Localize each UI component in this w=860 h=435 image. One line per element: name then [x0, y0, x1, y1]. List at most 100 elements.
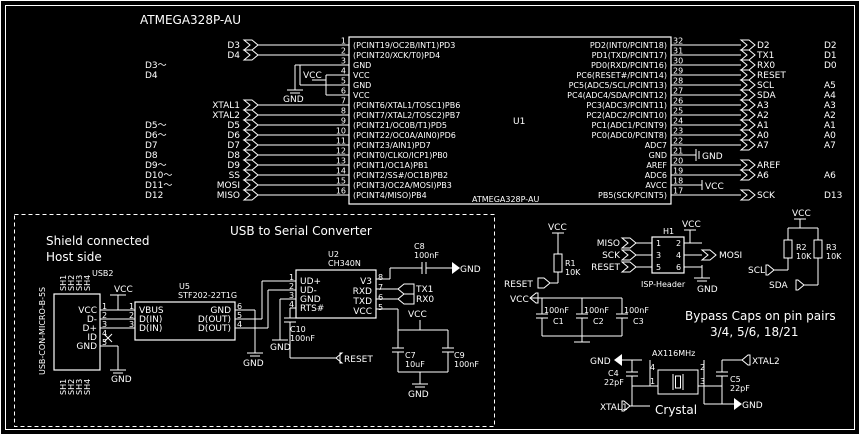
u2-vcc-label: VCC [408, 310, 427, 320]
mcu-pin-name: (PCINT2/SS#/OC1B)PB2 [353, 171, 448, 180]
mcu-pin-num: 24 [673, 117, 683, 126]
c1-ref: C1 [553, 317, 564, 326]
mcu-avcc-net [680, 180, 703, 190]
mcu-value: ATMEGA328P-AU [472, 195, 539, 204]
usb-section-box [14, 214, 495, 427]
mcu-pin-name: (PCINT21/OC0B/T1)PD5 [353, 121, 447, 130]
xtal-pin-1: 1 [650, 377, 655, 386]
arduino-pin-label: D4 [145, 71, 158, 81]
mcu-pin-name: (PCINT7/XTAL2/TOSC2)PB7 [353, 111, 460, 120]
u5-pin-num: 1 [129, 302, 134, 311]
mcu-pin-num: 5 [341, 77, 346, 86]
mcu-pin-name: PC5(ADC5/SCL/PCINT13) [569, 81, 667, 90]
u2-gnd-label: GND [460, 265, 481, 275]
c8-ref: C8 [414, 242, 425, 251]
mcu-net-tag [242, 189, 259, 201]
isp-net-label: MISO [597, 239, 620, 249]
mcu-net-label: D3 [227, 41, 240, 51]
c9-value: 100nF [454, 360, 479, 369]
c4-value: 22pF [604, 378, 624, 387]
xtal2-tag [741, 354, 751, 366]
isp-pin-num: 5 [656, 263, 661, 272]
arduino-pin-label: D8 [145, 151, 158, 161]
mcu-pin-name: PC3(ADC3/PCINT11) [586, 101, 667, 110]
mcu-net-label: SCK [757, 191, 776, 201]
u2-gnd-arrow [452, 262, 460, 274]
xtal2-label: XTAL2 [752, 357, 780, 367]
mcu-pin-num: 15 [336, 177, 346, 186]
crystal-label: Crystal [655, 403, 697, 417]
mcu-net-label: D2 [757, 41, 770, 51]
net-tx1-label: TX1 [415, 285, 433, 295]
c8-value: 100nF [414, 251, 439, 260]
mcu-pin-num: 19 [673, 167, 683, 176]
u2-pin-name: UD- [300, 286, 317, 296]
arduino-pin-label: A5 [824, 81, 836, 91]
mcu-u1: U1 ATMEGA328P-AU 1(PCINT19/OC2B/INT1)PD3… [145, 36, 842, 205]
isp-wiring [684, 229, 710, 282]
i2c-vcc: VCC [792, 209, 811, 219]
u2-pin-num: 7 [378, 283, 383, 292]
mcu-pin-num: 21 [673, 147, 683, 156]
mcu-pin-name: ADC7 [645, 141, 667, 150]
mcu-pin-name: VCC [353, 91, 370, 100]
usb-shield-pin: SH1 [59, 275, 68, 291]
mcu-net-label: TX1 [756, 51, 774, 61]
reset-tag [537, 277, 551, 289]
mcu-pin-num: 2 [341, 47, 346, 56]
mcu-pin-name: (PCINT3/OC2A/MOSI)PB3 [353, 181, 452, 190]
arduino-pin-label: D7 [145, 141, 158, 151]
isp-pin-num: 6 [676, 263, 681, 272]
isp-net-label: MOSI [719, 251, 742, 261]
mcu-pin-name: (PCINT6/XTAL1/TOSC1)PB6 [353, 101, 460, 110]
usb-pin-name: ID [87, 333, 97, 343]
xtal1-tag [621, 400, 631, 412]
mcu-net-label: SS [229, 171, 241, 181]
r3-ref: R3 [826, 243, 837, 252]
sheet-title: ATMEGA328P-AU [140, 13, 241, 27]
u2-pin-name: VCC [353, 307, 372, 317]
mcu-pin-num: 10 [336, 127, 346, 136]
isp-net-tag [700, 249, 717, 261]
r2-value: 10K [796, 252, 812, 261]
u2-pin-num: 4 [289, 300, 294, 309]
xtal1-label: XTAL1 [600, 403, 628, 413]
u2-pin-num: 5 [378, 303, 383, 312]
c9-ref: C9 [454, 351, 465, 360]
arduino-pin-label: D3～ [145, 61, 167, 71]
xtal-pin-4: 4 [650, 363, 655, 372]
mcu-power-net [287, 64, 341, 96]
mcu-net-label: D7 [227, 141, 240, 151]
arduino-pin-label: D12 [145, 191, 163, 201]
usb-pin-name: GND [76, 342, 97, 352]
mcu-pin-name: ADC6 [645, 171, 667, 180]
mcu-pin-num: 23 [673, 127, 683, 136]
u2-gnd3-label: GND [270, 343, 291, 353]
mcu-pin-num: 14 [336, 167, 346, 176]
mcu-pin-name: GND [353, 61, 371, 70]
u2-value: CH340N [328, 259, 361, 268]
mcu-pin-name: (PCINT4/MISO)PB4 [353, 191, 427, 200]
u5-pin-num: 2 [129, 311, 134, 320]
arduino-pin-label: D11～ [145, 181, 172, 191]
bypass-vcc-tag [529, 292, 539, 304]
mcu-right-pins: 32PD2(INT0/PCINT18)D231PD1(TXD/PCINT17)T… [567, 37, 786, 202]
arduino-pin-label: D0 [824, 61, 837, 71]
usb-note-line2: Host side [46, 250, 102, 264]
mcu-pin-num: 6 [341, 87, 346, 96]
mcu-pin-num: 30 [673, 57, 683, 66]
net-tx1-tag [397, 283, 415, 295]
isp-gnd-label: GND [697, 285, 718, 295]
xtal-pin-2: 2 [700, 363, 705, 372]
mcu-pin-num: 16 [336, 187, 346, 196]
c5-ref: C5 [730, 375, 741, 384]
r1-ref: R1 [565, 259, 576, 268]
mcu-pin-name: PC0(ADC0/PCINT8) [592, 131, 667, 140]
mcu-net-label: D5 [227, 121, 240, 131]
usb-pin-num: 2 [102, 311, 107, 320]
u2-pin-name: UD+ [300, 277, 321, 287]
